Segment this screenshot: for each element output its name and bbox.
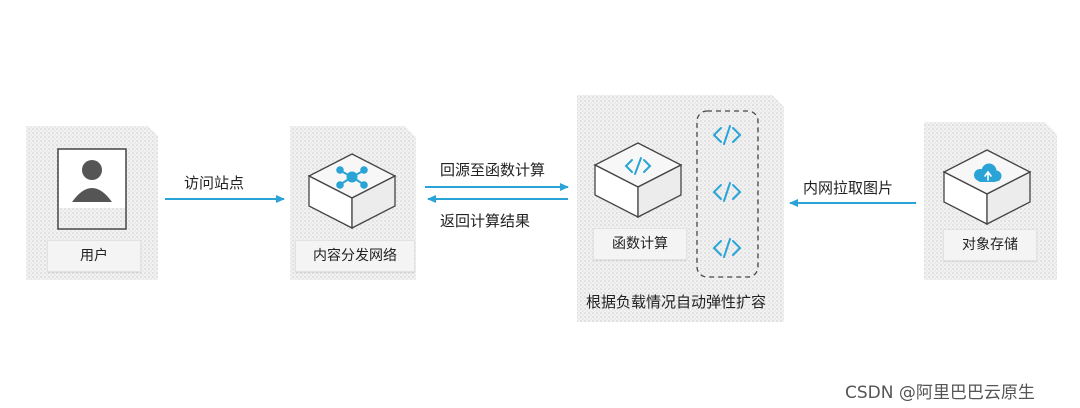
back-to-origin-label: 回源至函数计算 (440, 161, 546, 179)
user-card-footer (59, 208, 125, 228)
fc-node (577, 95, 784, 322)
user-label: 用户 (47, 240, 141, 272)
function-instance-icon (712, 238, 742, 258)
watermark: CSDN @阿里巴巴云原生 (845, 383, 1035, 403)
return-result-label: 返回计算结果 (440, 212, 531, 230)
oss-label: 对象存储 (943, 229, 1037, 261)
fc-label: 函数计算 (593, 228, 687, 260)
cdn-label: 内容分发网络 (295, 240, 415, 272)
scaling-instances-box (696, 110, 759, 278)
cloud-storage-icon (974, 163, 1002, 182)
function-instance-icon (712, 182, 742, 202)
person-icon (72, 160, 112, 202)
intranet-fetch-label: 内网拉取图片 (803, 179, 894, 197)
autoscale-caption: 根据负载情况自动弹性扩容 (586, 293, 767, 311)
function-instance-icon (712, 125, 742, 145)
network-hub-icon (336, 166, 368, 189)
visit-label: 访问站点 (184, 174, 245, 192)
function-icon (624, 157, 652, 175)
